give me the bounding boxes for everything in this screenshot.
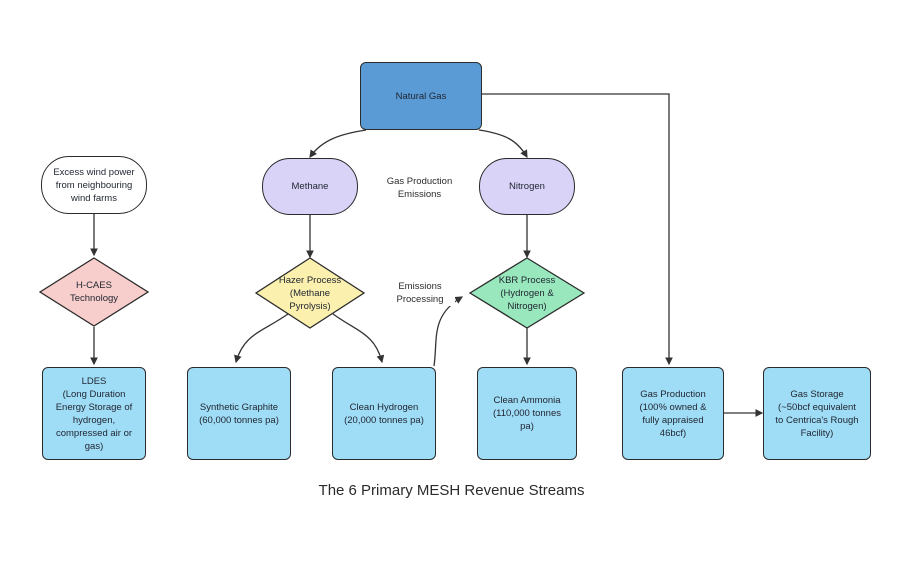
node-ldes[interactable]: LDES (Long Duration Energy Storage of hy…: [42, 367, 146, 460]
edge-label-gas-production-emissions: Gas Production Emissions: [373, 175, 466, 201]
node-kbr-process-label: KBR Process (Hydrogen & Nitrogen): [498, 274, 556, 312]
edge-natural-gas-to-methane: [309, 129, 367, 158]
node-hcaes-technology-label: H-CAES Technology: [69, 280, 119, 304]
kbr-diamond-shape: [469, 257, 585, 329]
node-synthetic-graphite[interactable]: Synthetic Graphite (60,000 tonnes pa): [187, 367, 291, 460]
node-clean-hydrogen[interactable]: Clean Hydrogen (20,000 tonnes pa): [332, 367, 436, 460]
node-clean-ammonia[interactable]: Clean Ammonia (110,000 tonnes pa): [477, 367, 577, 460]
node-methane[interactable]: Methane: [262, 158, 358, 215]
node-excess-wind-power-label: Excess wind power from neighbouring wind…: [53, 166, 135, 204]
node-methane-label: Methane: [291, 181, 329, 192]
node-gas-storage-label: Gas Storage (~50bcf equivalent to Centri…: [775, 388, 859, 439]
edge-hazer-to-clean-hydrogen: [332, 313, 385, 364]
node-gas-storage[interactable]: Gas Storage (~50bcf equivalent to Centri…: [763, 367, 871, 460]
edge-natural-gas-to-gas-production: [481, 93, 673, 366]
edge-label-emissions-processing: Emissions Processing: [385, 280, 455, 306]
node-clean-hydrogen-label: Clean Hydrogen (20,000 tonnes pa): [344, 401, 424, 426]
node-excess-wind-power[interactable]: Excess wind power from neighbouring wind…: [41, 156, 147, 214]
node-ldes-label: LDES (Long Duration Energy Storage of hy…: [55, 375, 133, 452]
node-nitrogen[interactable]: Nitrogen: [479, 158, 575, 215]
node-clean-ammonia-label: Clean Ammonia (110,000 tonnes pa): [493, 395, 561, 432]
edge-clean-hydrogen-to-kbr: [433, 296, 464, 367]
node-kbr-process[interactable]: KBR Process (Hydrogen & Nitrogen): [469, 257, 585, 329]
node-synthetic-graphite-label: Synthetic Graphite (60,000 tonnes pa): [199, 401, 279, 426]
node-gas-production[interactable]: Gas Production (100% owned & fully appra…: [622, 367, 724, 460]
node-natural-gas-label: Natural Gas: [395, 90, 447, 102]
node-hazer-process[interactable]: Hazer Process (Methane Pyrolysis): [255, 257, 365, 329]
node-gas-production-label: Gas Production (100% owned & fully appra…: [639, 388, 707, 439]
node-natural-gas[interactable]: Natural Gas: [360, 62, 482, 130]
diagram-title: The 6 Primary MESH Revenue Streams: [318, 482, 585, 499]
hazer-diamond-shape: [255, 257, 365, 329]
edge-hazer-to-synthetic-graphite: [234, 313, 289, 364]
hcaes-diamond-shape: [39, 257, 149, 327]
node-hcaes-technology[interactable]: H-CAES Technology: [39, 257, 149, 327]
edge-natural-gas-to-nitrogen: [478, 129, 528, 159]
node-hazer-process-label: Hazer Process (Methane Pyrolysis): [278, 274, 342, 312]
node-nitrogen-label: Nitrogen: [509, 181, 545, 192]
